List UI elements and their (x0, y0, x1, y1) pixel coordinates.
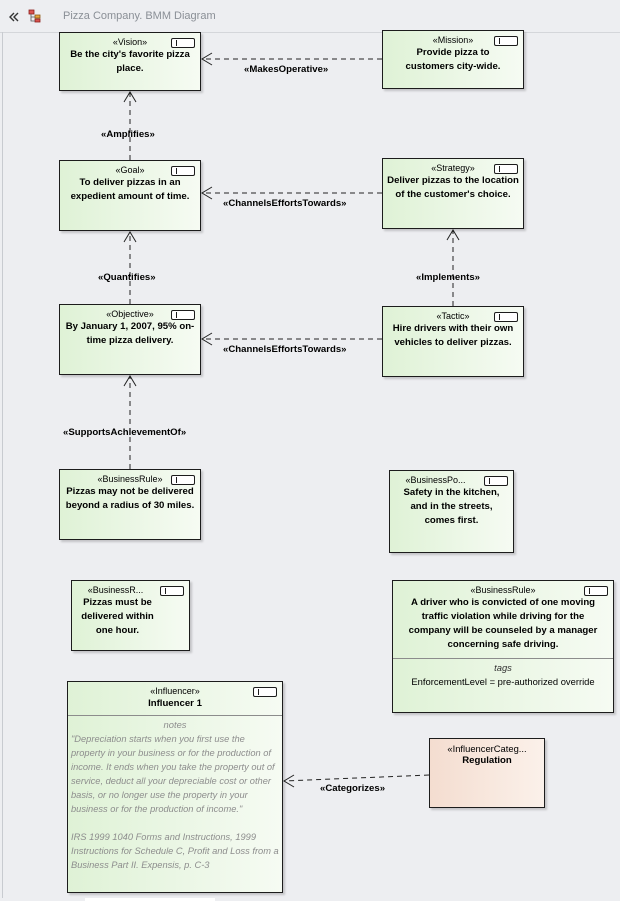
business-policy-element[interactable]: «BusinessPo... Safety in the kitchen, an… (389, 470, 514, 553)
arrowhead (201, 186, 213, 200)
stereotype-label: «BusinessPo... (405, 475, 466, 485)
stereotype-label: «Vision» (112, 37, 148, 47)
stereotype-label: «BusinessRule» (470, 585, 536, 595)
element-badge-icon (494, 164, 518, 174)
notes-compartment: notes "Depreciation starts when you firs… (68, 715, 282, 872)
element-name: Provide pizza to customers city-wide. (405, 47, 501, 72)
note-source: IRS 1999 1040 Forms and Instructions, 19… (71, 832, 279, 870)
diagram-canvas (2, 32, 619, 898)
label-makes-operative[interactable]: «MakesOperative» (244, 64, 329, 75)
element-name: A driver who is convicted of one moving … (408, 597, 598, 650)
arrowhead (201, 332, 213, 346)
arrowhead (123, 231, 137, 243)
influencer-category-element[interactable]: «InfluencerCateg... Regulation (429, 738, 545, 808)
note-text: "Depreciation starts when you first use … (71, 734, 275, 814)
element-name: Safety in the kitchen, and in the street… (403, 487, 500, 526)
stereotype-label: «BusinessRule» (97, 474, 163, 484)
element-name: Be the city's favorite pizza place. (70, 49, 190, 74)
element-badge-icon (584, 586, 608, 596)
arrowhead (201, 52, 213, 66)
tag-value: EnforcementLevel = pre-authorized overri… (411, 676, 595, 687)
element-badge-icon (160, 586, 184, 596)
element-name: Hire drivers with their own vehicles to … (392, 323, 514, 348)
tactic-element[interactable]: «Tactic» Hire drivers with their own veh… (382, 306, 524, 377)
strategy-element[interactable]: «Strategy» Deliver pizzas to the locatio… (382, 158, 524, 229)
arrowhead (123, 91, 137, 103)
stereotype-label: «Objective» (106, 309, 154, 319)
mission-element[interactable]: «Mission» Provide pizza to customers cit… (382, 30, 524, 89)
label-categorizes[interactable]: «Categorizes» (320, 783, 386, 794)
label-implements[interactable]: «Implements» (416, 272, 480, 283)
element-badge-icon (253, 687, 277, 697)
element-name: To deliver pizzas in an expedient amount… (70, 177, 190, 202)
stereotype-label: «InfluencerCateg... (447, 743, 527, 754)
diagram-title: Pizza Company. BMM Diagram (63, 10, 216, 22)
notes-header: notes (163, 719, 187, 730)
business-rule-radius-element[interactable]: «BusinessRule» Pizzas may not be deliver… (59, 469, 201, 540)
arrowhead (446, 229, 460, 241)
stereotype-label: «Tactic» (436, 311, 470, 321)
connector-categorizes (283, 774, 430, 782)
element-name: Influencer 1 (148, 698, 202, 709)
element-badge-icon (494, 36, 518, 46)
element-badge-icon (171, 310, 195, 320)
double-chevron-left-icon[interactable] (8, 8, 20, 27)
element-badge-icon (171, 38, 195, 48)
label-channels-goal[interactable]: «ChannelsEffortsTowards» (223, 198, 347, 209)
element-name: Deliver pizzas to the location of the cu… (387, 175, 519, 200)
stereotype-label: «BusinessR... (87, 585, 144, 595)
element-badge-icon (494, 312, 518, 322)
vision-element[interactable]: «Vision» Be the city's favorite pizza pl… (59, 32, 201, 91)
element-badge-icon (484, 476, 508, 486)
objective-element[interactable]: «Objective» By January 1, 2007, 95% on-t… (59, 304, 201, 375)
business-rule-hour-element[interactable]: «BusinessR... Pizzas must be delivered w… (71, 580, 190, 651)
element-name: By January 1, 2007, 95% on-time pizza de… (65, 321, 195, 346)
label-amplifies[interactable]: «Amplifies» (101, 129, 155, 140)
project-browser-icon[interactable] (28, 8, 42, 27)
tags-compartment: tags EnforcementLevel = pre-authorized o… (393, 658, 613, 689)
tags-header: tags (494, 662, 512, 673)
label-supports-achievement[interactable]: «SupportsAchievementOf» (63, 427, 187, 438)
arrowhead (123, 375, 137, 387)
influencer-element[interactable]: «Influencer» Influencer 1 notes "Depreci… (67, 681, 283, 893)
stereotype-label: «Influencer» (150, 686, 200, 696)
goal-element[interactable]: «Goal» To deliver pizzas in an expedient… (59, 160, 201, 231)
arrowhead (283, 774, 295, 788)
element-name: Pizzas must be delivered within one hour… (81, 597, 154, 636)
element-name: Pizzas may not be delivered beyond a rad… (65, 486, 195, 511)
element-badge-icon (171, 475, 195, 485)
stereotype-label: «Strategy» (431, 163, 475, 173)
diagram-title-bar: Pizza Company. BMM Diagram (0, 0, 620, 33)
business-rule-driver-element[interactable]: «BusinessRule» A driver who is convicted… (392, 580, 614, 713)
stereotype-label: «Mission» (432, 35, 474, 45)
stereotype-label: «Goal» (115, 165, 145, 175)
element-badge-icon (171, 166, 195, 176)
horizontal-scrollbar[interactable] (85, 898, 215, 901)
element-name: Regulation (462, 755, 512, 766)
label-channels-objective[interactable]: «ChannelsEffortsTowards» (223, 344, 347, 355)
label-quantifies[interactable]: «Quantifies» (98, 272, 156, 283)
